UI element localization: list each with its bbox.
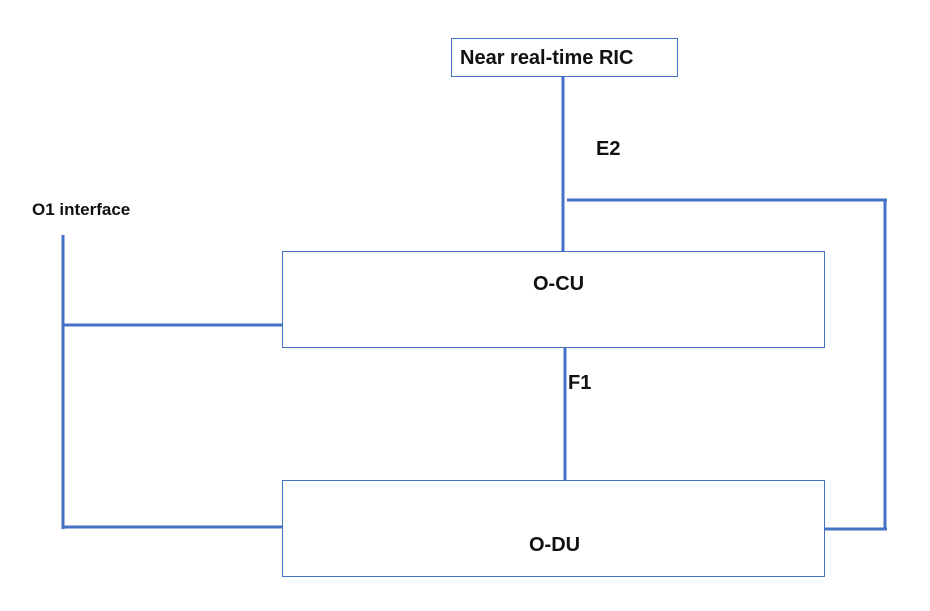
near-rt-ric-label: Near real-time RIC: [460, 47, 634, 69]
o-du-box: O-DU: [282, 480, 825, 577]
near-rt-ric-box: Near real-time RIC: [451, 38, 678, 77]
f1-interface-label: F1: [568, 372, 592, 394]
o-du-label: O-DU: [529, 534, 581, 556]
o-cu-label: O-CU: [533, 273, 585, 295]
o1-interface-label: O1 interface: [32, 200, 131, 219]
e2-interface-label: E2: [596, 138, 621, 160]
o-cu-box: O-CU: [282, 251, 825, 348]
